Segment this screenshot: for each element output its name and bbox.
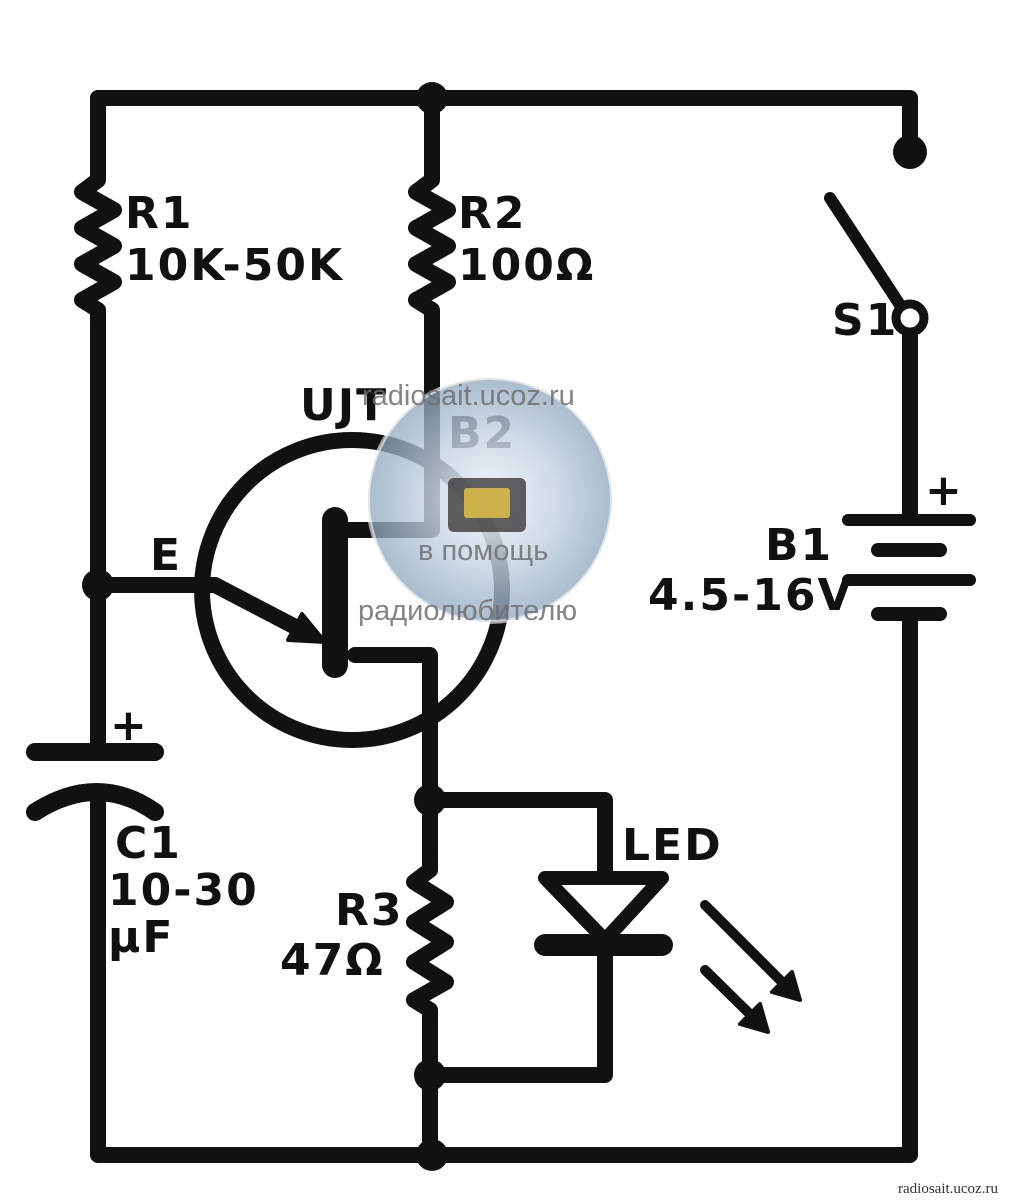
- r3-value: 47Ω: [280, 935, 385, 986]
- junction-emitter: [82, 569, 114, 601]
- r2-value: 100Ω: [458, 240, 595, 291]
- b1-value: 4.5-16V: [648, 570, 854, 621]
- s1-contact-top: [893, 135, 927, 169]
- led-diode: LED: [534, 820, 802, 1034]
- resistor-r1-zigzag: [74, 157, 122, 328]
- s1-lever: [824, 192, 906, 311]
- resistor-r2-zigzag: [408, 157, 456, 328]
- s1-contact-bottom: [891, 299, 929, 337]
- led-label: LED: [622, 820, 723, 871]
- b1-polarity: +: [925, 465, 964, 516]
- switch-s1: S1: [824, 135, 929, 346]
- wire-led-bottom: [422, 937, 613, 1083]
- watermark: radiosait.ucoz.ru в помощь радиолюбителю…: [358, 376, 998, 1197]
- resistor-r2: R2 100Ω: [408, 157, 595, 328]
- led-triangle: [538, 871, 669, 947]
- watermark-line2: радиолюбителю: [358, 595, 577, 627]
- ujt-emitter-lead: [207, 577, 313, 640]
- c1-value: 10-30: [108, 865, 259, 916]
- c1-ref: C1: [115, 818, 182, 869]
- junction-r3-top: [414, 784, 446, 816]
- led-light-arrow-2-icon: [738, 1002, 770, 1034]
- ujt-label: UJT: [300, 380, 388, 431]
- wire-top-rail: [90, 90, 918, 158]
- resistor-r1: R1 10K-50K: [74, 157, 344, 328]
- watermark-line1: в помощь: [418, 535, 548, 567]
- battery-b1: + B1 4.5-16V: [648, 465, 976, 621]
- r1-ref: R1: [125, 188, 194, 239]
- watermark-site: radiosait.ucoz.ru: [362, 380, 575, 412]
- junction-r3-bottom: [414, 1059, 446, 1091]
- r2-ref: R2: [458, 188, 527, 239]
- watermark-disc-rim: [366, 376, 614, 624]
- r3-ref: R3: [335, 885, 404, 936]
- ujt-emitter-arrow-icon: [286, 612, 327, 644]
- resistor-r3-zigzag: [406, 842, 454, 1028]
- r1-value: 10K-50K: [125, 240, 344, 291]
- c1-unit: μF: [108, 912, 174, 963]
- junction-dots: [82, 82, 448, 1171]
- b1-ref: B1: [765, 520, 833, 571]
- network-socket-icon: [448, 478, 526, 532]
- c1-plate-negative: [26, 783, 164, 821]
- c1-polarity: +: [110, 700, 149, 751]
- wire-led-top: [422, 792, 613, 883]
- watermark-corner: radiosait.ucoz.ru: [898, 1181, 998, 1197]
- resistor-r3: R3 47Ω: [280, 842, 454, 1028]
- junction-top-centre: [416, 82, 448, 114]
- capacitor-c1: + C1 10-30 μF: [26, 700, 259, 963]
- led-light-ray-1: [700, 900, 795, 995]
- wire-b1-to-node: [347, 647, 438, 808]
- s1-ref: S1: [832, 295, 898, 346]
- junction-bottom-centre: [416, 1139, 448, 1171]
- ujt-emitter-label: E: [150, 530, 182, 581]
- led-light-arrow-1-icon: [770, 970, 802, 1002]
